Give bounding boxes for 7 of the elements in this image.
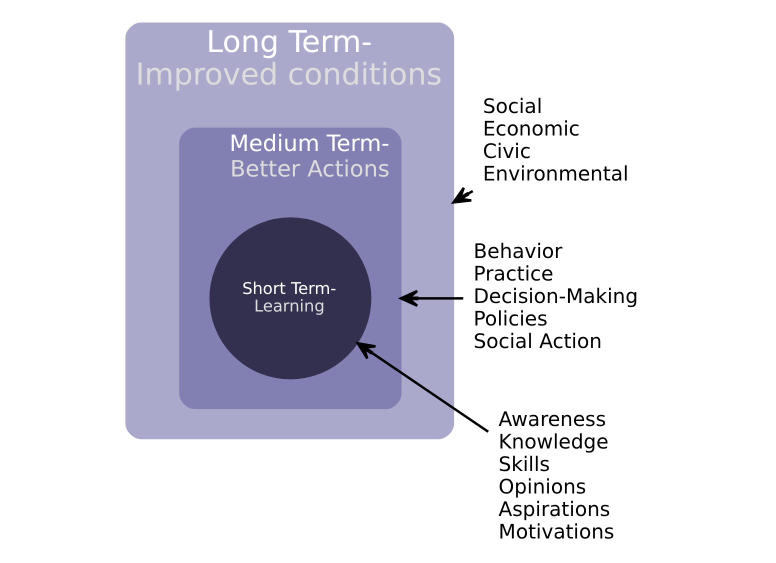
node-text: Awareness Knowledge Skills Opinions Aspirations Motivations [498, 406, 614, 544]
node-text: Social Economic Civic Environmental [482, 94, 629, 186]
arrow [400, 290, 464, 307]
arrow [452, 186, 474, 204]
node-text: Behavior Practice Decision-Making Policies Social Action [474, 239, 638, 354]
arrow [356, 342, 489, 433]
node-circle: Short Term- Learning [209, 217, 372, 380]
